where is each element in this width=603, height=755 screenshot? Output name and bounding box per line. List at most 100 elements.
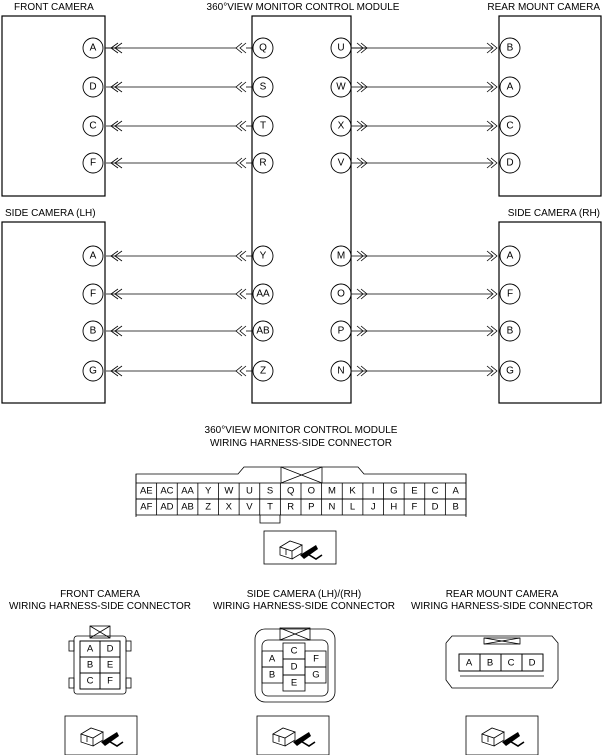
module-conn-pin: G [390,486,397,497]
module-conn-pin: Q [287,486,294,497]
pin-label: A [90,251,97,262]
side-conn-pin: B [269,670,275,681]
module-conn-pin: U [246,486,253,497]
side-lh-label: SIDE CAMERA (LH) [5,208,96,219]
wire-module-X-rear-C [351,120,498,132]
pin-label: T [260,121,266,132]
rear-camera-connector: A B C D [445,635,559,689]
module-conn-pin: J [371,502,376,513]
front-conn-pin: B [87,660,93,671]
side-connector-title-1: SIDE CAMERA (LH)/(RH) [247,589,361,600]
pin-label: M [337,251,345,262]
wire-module-W-rear-A [351,81,498,93]
front-connector-title-1: FRONT CAMERA [60,589,140,600]
rear-conn-pin: A [466,658,473,669]
wire-front-C-T [106,120,252,132]
pin-label: A [507,251,514,262]
wire-module-U-rear-B [351,42,498,54]
pin-label: U [337,43,344,54]
module-right-bottom-pins: M O P N [330,245,352,382]
module-conn-pin: AC [160,486,173,497]
module-label: 360°VIEW MONITOR CONTROL MODULE [207,2,400,13]
front-camera-connector: A D B E C F [68,625,132,695]
wire-module-P-rh-B [351,325,498,337]
side-conn-pin: E [291,678,297,689]
module-conn-pin: B [453,502,459,513]
module-conn-pin: D [432,502,439,513]
module-left-bottom-pins: Y AA AB Z [252,245,274,382]
module-conn-pin: O [308,486,315,497]
front-conn-pin: A [87,644,94,655]
front-conn-pin: C [87,676,94,687]
module-conn-pin: V [246,502,253,513]
pin-label: B [507,326,514,337]
module-conn-pin: AA [181,486,194,497]
pin-label: C [89,121,96,132]
wires-bottom [106,250,498,377]
rear-conn-pin: C [508,658,515,669]
pin-label: X [338,121,345,132]
pin-label: Z [260,366,266,377]
pin-label: C [506,121,513,132]
wire-module-O-rh-F [351,288,498,300]
module-conn-pin: W [224,486,233,497]
module-conn-pin: M [328,486,336,497]
module-box [251,15,352,404]
module-right-top-pins: U W X V [330,37,352,174]
hand-connector-icon [263,530,337,565]
pin-label: G [89,366,97,377]
pin-label: B [90,326,97,337]
rear-connector-title-2: WIRING HARNESS-SIDE CONNECTOR [411,601,593,612]
module-conn-pin: I [372,486,375,497]
side-connector-title-2: WIRING HARNESS-SIDE CONNECTOR [213,601,395,612]
module-conn-pin: AB [181,502,194,513]
module-conn-pin: S [267,486,273,497]
module-conn-pin: T [267,502,273,513]
pin-label: N [337,366,344,377]
side-lh-box [1,221,106,404]
pin-label: G [506,366,514,377]
module-conn-pin: C [432,486,439,497]
side-conn-pin: D [291,662,298,673]
module-conn-pin: AD [160,502,173,513]
wire-module-V-rear-D [351,157,498,169]
pin-label: F [90,289,96,300]
front-conn-pin: F [107,676,113,687]
module-conn-pin: AE [140,486,153,497]
pin-label: S [260,82,267,93]
side-conn-pin: A [269,654,276,665]
pin-label: AB [256,326,270,337]
side-rh-box [498,221,602,404]
module-conn-pin: H [390,502,397,513]
module-conn-pin: P [308,502,314,513]
module-conn-pin: A [453,486,460,497]
hand-connector-icon [64,715,138,755]
module-conn-pin: N [329,502,336,513]
wire-module-N-rh-G [351,365,498,377]
pin-label: AA [256,289,270,300]
pin-label: Q [259,43,267,54]
hand-connector-icon [465,715,539,755]
wires-top [105,42,498,169]
front-camera-box [1,15,106,197]
pin-label: V [338,158,345,169]
pin-label: O [337,289,345,300]
module-left-top-pins: Q S T R [252,37,274,174]
side-conn-pin: C [291,646,298,657]
module-conn-pin: L [350,502,355,513]
front-camera-pins: A D C F [82,37,104,174]
hand-connector-icon [256,715,330,755]
wire-lh-B-AB [106,325,252,337]
front-camera-label: FRONT CAMERA [14,2,94,13]
pin-label: D [89,82,96,93]
pin-label: D [506,158,513,169]
side-conn-pin: G [312,670,319,681]
rear-camera-pins: B A C D [499,37,521,174]
front-conn-pin: D [107,644,114,655]
front-conn-pin: E [107,660,113,671]
rear-camera-label: REAR MOUNT CAMERA [487,2,600,13]
side-conn-pin: F [313,654,319,665]
wire-lh-G-Z [106,365,252,377]
pin-label: A [90,43,97,54]
